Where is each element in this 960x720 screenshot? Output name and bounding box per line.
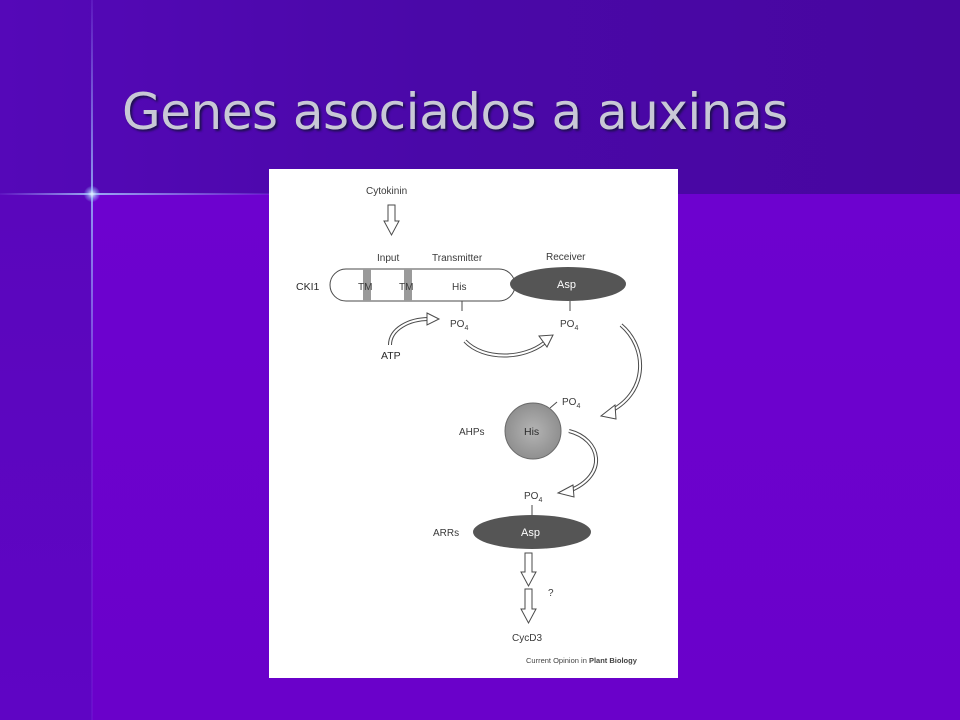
ahp-to-arr-arrow-body [568, 430, 598, 492]
cytokinin-signaling-figure: Cytokinin Input Transmitter Receiver CKI… [269, 169, 678, 678]
unknown-step-label: ? [548, 588, 554, 599]
light-flare-horizontal [0, 193, 270, 195]
light-flare-vertical [91, 0, 93, 720]
his-to-asp-arrow-outline [463, 339, 546, 358]
po4-receiver-label: PO4 [560, 319, 578, 332]
ahp-to-arr-arrow-outline [568, 429, 599, 493]
cytokinin-label: Cytokinin [366, 186, 407, 197]
arr-asp-label: Asp [521, 527, 540, 539]
receiver-asp-label: Asp [557, 279, 576, 291]
ahp-to-arr-arrow-head [556, 484, 575, 498]
light-flare-star [84, 186, 100, 202]
cki1-label: CKI1 [296, 281, 320, 293]
transmitter-label: Transmitter [432, 253, 483, 264]
po4-his-label: PO4 [450, 319, 468, 332]
tm-label-1: TM [358, 282, 372, 293]
arr-asp-domain [473, 515, 591, 549]
downstream-arrow-2 [520, 588, 537, 625]
his-label: His [452, 282, 466, 293]
cytokinin-signaling-diagram: Cytokinin Input Transmitter Receiver CKI… [296, 186, 642, 665]
ahps-label: AHPs [459, 427, 485, 438]
ahp-his-label: His [524, 426, 539, 438]
receiver-to-ahp-arrow-body [610, 324, 641, 412]
atp-arrow-body [389, 318, 430, 346]
input-label: Input [377, 253, 399, 264]
receiver-domain [510, 267, 626, 301]
arrs-label: ARRs [433, 528, 459, 539]
tm-stripe-2 [404, 269, 412, 301]
po4-ahp-label: PO4 [562, 397, 580, 410]
atp-label: ATP [381, 350, 401, 362]
tm-stripe-1 [363, 269, 371, 301]
his-to-asp-arrow-head [538, 334, 554, 348]
atp-arrow-head [426, 312, 441, 326]
cycd3-label: CycD3 [512, 633, 542, 644]
receiver-label: Receiver [546, 252, 586, 263]
his-to-asp-arrow-body [464, 340, 545, 357]
ahp-his-domain [504, 402, 562, 460]
ahp-po4-connector [549, 401, 558, 409]
tm-label-2: TM [399, 282, 413, 293]
receiver-to-ahp-arrow-head [599, 404, 617, 420]
po4-arr-label: PO4 [524, 491, 542, 504]
cytokinin-arrow [383, 204, 400, 237]
figure-credit: Current Opinion in Plant Biology [526, 656, 638, 665]
downstream-arrow-1 [520, 552, 537, 588]
slide-title: Genes asociados a auxinas [122, 83, 788, 141]
background-top-band [0, 0, 960, 194]
background-left-band [0, 194, 92, 720]
receiver-to-ahp-arrow-outline [610, 323, 642, 413]
